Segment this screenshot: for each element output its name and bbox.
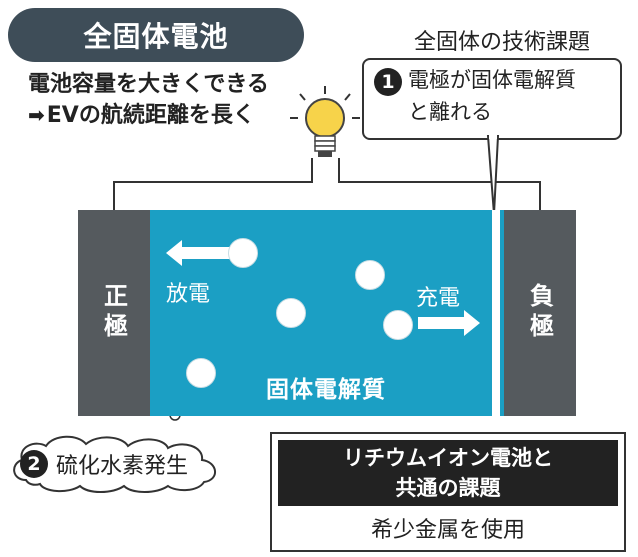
issues-title: 全固体の技術課題: [413, 30, 590, 55]
title-badge: 全固体電池: [8, 8, 304, 62]
issue-2-cloud: 2 硫化水素発生: [6, 432, 228, 494]
issue-2-number: 2: [20, 450, 48, 478]
issue-1-number: 1: [374, 68, 402, 96]
positive-electrode: 正極: [78, 210, 150, 416]
lithium-ion: [383, 310, 413, 340]
benefit-text: 電池容量を大きくできる ➡EVの航続距離を長く: [28, 70, 318, 131]
issue-1-callout: 1 電極が固体電解質 と離れる: [362, 58, 622, 140]
thought-cloud-icon: [13, 435, 216, 493]
page-title: 全固体電池: [83, 20, 229, 53]
arrow-right-icon: [418, 310, 480, 336]
lithium-ion: [276, 298, 306, 328]
lithium-ion: [186, 358, 216, 388]
charge-label: 充電: [416, 286, 461, 311]
lithium-ion: [355, 260, 385, 290]
discharge-label: 放電: [166, 282, 211, 307]
lithium-ion: [228, 238, 258, 268]
common-issues-box: リチウムイオン電池と 共通の課題 希少金属を使用: [270, 432, 626, 552]
common-issues-heading-line-2: 共通の課題: [395, 476, 501, 500]
callout-pointer: [486, 135, 500, 215]
arrow-left-icon: [166, 240, 234, 266]
electrolyte-label: 固体電解質: [266, 377, 386, 403]
issue-1-text: 電極が固体電解質 と離れる: [408, 64, 618, 128]
benefit-line-2-row: ➡EVの航続距離を長く: [28, 100, 318, 131]
common-issues-heading: リチウムイオン電池と 共通の課題: [278, 440, 618, 506]
circuit-wire-right: [338, 158, 541, 210]
issue-1-line-2: と離れる: [408, 100, 492, 124]
arrow-right-icon: ➡: [28, 103, 45, 127]
common-issues-heading-line-1: リチウムイオン電池と: [343, 446, 553, 470]
electrode-gap: [492, 210, 500, 416]
issue-2-text: 硫化水素発生: [56, 454, 189, 479]
battery-diagram: 正極 負極 放電 充電 固体電解質: [78, 210, 576, 416]
benefit-line-1: 電池容量を大きくできる: [28, 72, 269, 97]
issue-1-line-1: 電極が固体電解質: [408, 68, 576, 92]
circuit-wire-left: [113, 158, 313, 210]
light-bulb-icon: [290, 86, 360, 157]
benefit-line-2: EVの航続距離を長く: [46, 103, 255, 128]
common-issue-item: 希少金属を使用: [370, 518, 525, 543]
negative-electrode: 負極: [504, 210, 576, 416]
